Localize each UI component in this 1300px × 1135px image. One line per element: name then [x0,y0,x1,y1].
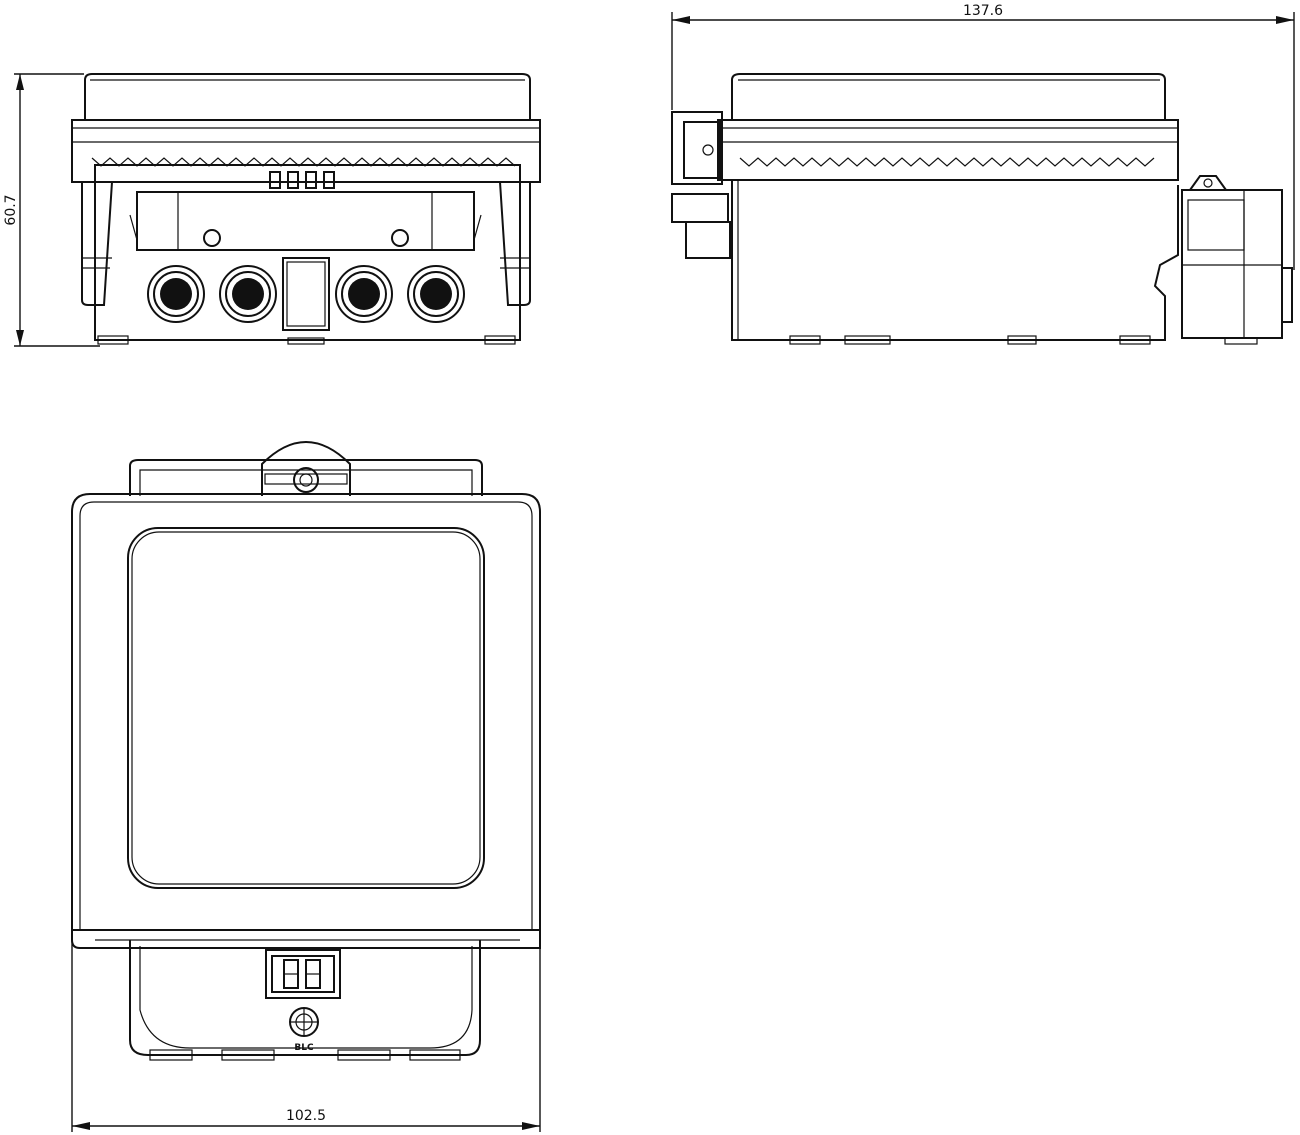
height-value: 60.7 [3,194,19,225]
bottom-mark-label: BLC [294,1043,314,1053]
width-value: 102.5 [286,1108,326,1124]
cable-gland [335,265,393,323]
height-dimension: 60.7 [3,73,100,347]
side-view [671,73,1293,345]
cable-gland [147,265,205,323]
length-dimension: 137.6 [671,3,1295,270]
cable-gland [407,265,465,323]
front-view [71,73,541,345]
top-view: BLC [71,441,541,1061]
width-dimension: 102.5 [71,930,541,1132]
length-value: 137.6 [963,3,1003,19]
cable-gland [219,265,277,323]
